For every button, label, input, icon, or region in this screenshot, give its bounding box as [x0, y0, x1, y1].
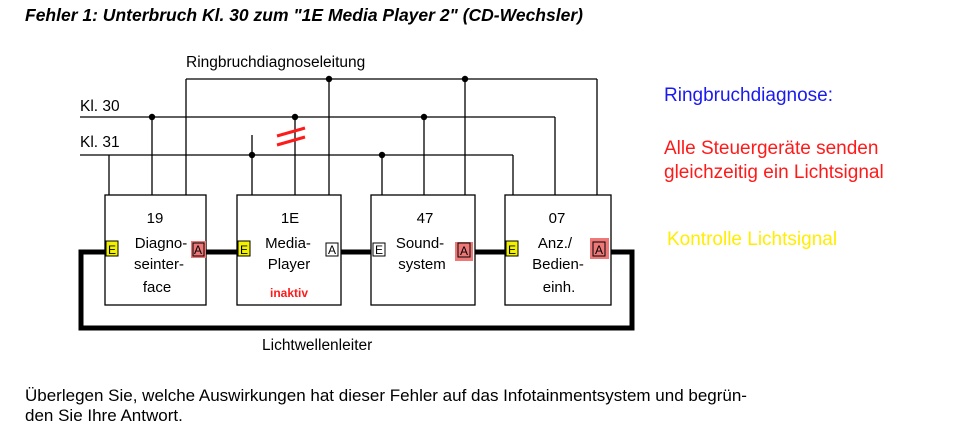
port-in-label: E	[108, 243, 116, 257]
port-in	[372, 242, 386, 257]
port-out-label: A	[595, 243, 603, 257]
ring-diagnosis-description: Alle Steuergeräte senden gleichzeitig ei…	[664, 137, 884, 185]
module-code: 47	[417, 210, 434, 227]
module-code: 19	[147, 210, 164, 227]
module-name-line1: Media-	[265, 235, 311, 252]
module-name-line1: Diagno-	[135, 235, 188, 252]
module-name-line3: einh.	[543, 279, 576, 296]
junction-dot	[420, 113, 428, 121]
port-in	[237, 240, 251, 257]
break-mark	[276, 126, 306, 147]
page-title: Fehler 1: Unterbruch Kl. 30 zum "1E Medi…	[25, 5, 583, 25]
question-text: Überlegen Sie, welche Auswirkungen hat d…	[25, 386, 747, 425]
junction-dot	[461, 75, 469, 83]
port-in	[105, 240, 119, 257]
ring-diagnosis-heading: Ringbruchdiagnose:	[664, 85, 834, 106]
module-box	[104, 194, 207, 306]
kl30-label: Kl. 30	[80, 98, 120, 115]
junction-dot	[325, 75, 333, 83]
junction-dots	[148, 75, 469, 159]
port-out-frame	[192, 242, 205, 257]
module-status: inaktiv	[270, 286, 308, 300]
kl31-label: Kl. 31	[80, 134, 120, 151]
kl30-line	[80, 116, 556, 195]
port-out-frame	[592, 241, 606, 257]
module-code: 1E	[281, 210, 299, 227]
diagnostic-line-label: Ringbruchdiagnoseleitung	[186, 54, 365, 71]
description-line2: gleichzeitig ein Lichtsignal	[664, 162, 884, 183]
module-1e: 1E Media- Player inaktiv E A	[236, 194, 342, 306]
fiber-ring	[78, 249, 635, 331]
module-07: 07 Anz./ Bedien- einh. E A	[504, 194, 612, 306]
fiber-label: Lichtwellenleiter	[262, 337, 372, 354]
port-in-label: E	[508, 243, 516, 257]
port-in-label: E	[375, 243, 383, 257]
module-name-line2: Player	[268, 256, 311, 273]
module-name-line3: face	[143, 279, 171, 296]
module-name-line2: system	[398, 256, 446, 273]
kl31-line	[80, 117, 514, 195]
module-name-line2: seinter-	[134, 256, 184, 273]
port-out-label: A	[460, 244, 468, 258]
port-out	[325, 242, 339, 257]
diagnostic-line	[185, 78, 598, 195]
port-out-label: A	[328, 243, 336, 257]
junction-dot	[378, 151, 386, 159]
module-box	[236, 194, 342, 306]
module-19: 19 Diagno- seinter- face E A	[104, 194, 207, 306]
port-in-label: E	[240, 243, 248, 257]
module-name-line1: Sound-	[396, 235, 444, 252]
junction-dot	[148, 113, 156, 121]
port-out-label: A	[194, 243, 202, 257]
description-line1: Alle Steuergeräte senden	[664, 138, 879, 159]
port-in	[505, 240, 519, 257]
module-name-line1: Anz./	[538, 235, 573, 252]
module-name-line2: Bedien-	[532, 256, 584, 273]
light-signal-check: Kontrolle Lichtsignal	[667, 229, 838, 250]
port-out-frame	[457, 242, 471, 258]
module-code: 07	[549, 210, 566, 227]
module-47: 47 Sound- system E A	[370, 194, 476, 306]
junction-dot	[291, 113, 299, 121]
junction-dot	[248, 151, 256, 159]
